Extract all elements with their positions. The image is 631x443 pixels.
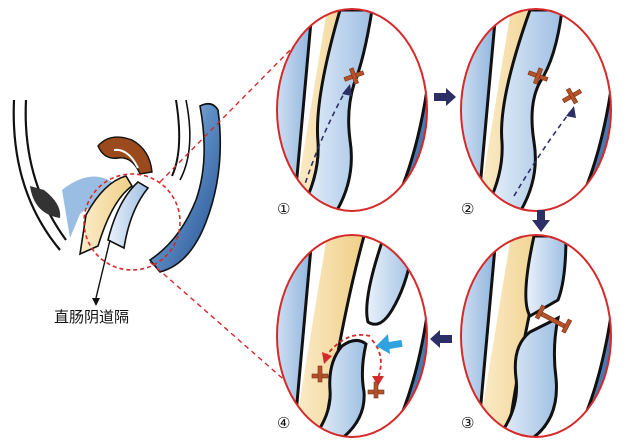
step-1-panel: [272, 9, 432, 212]
step-number: ④: [277, 414, 290, 432]
sagittal-anatomy: [14, 100, 221, 306]
step-2-panel: [456, 9, 616, 212]
step-number: ①: [277, 200, 290, 218]
arrow-icon: [430, 330, 452, 348]
pubic-bone: [30, 186, 60, 218]
step-4-panel: [272, 235, 432, 440]
uterus: [98, 137, 152, 174]
step-number: ③: [461, 414, 474, 432]
arrow-icon: [434, 88, 456, 106]
arrow-icon: [532, 210, 550, 232]
step-number: ②: [461, 200, 474, 218]
rectum: [150, 104, 220, 272]
anatomy-label: 直肠阴道隔: [54, 308, 129, 326]
step-3-panel: [456, 235, 616, 440]
pointer-arrow-icon: [92, 298, 100, 306]
